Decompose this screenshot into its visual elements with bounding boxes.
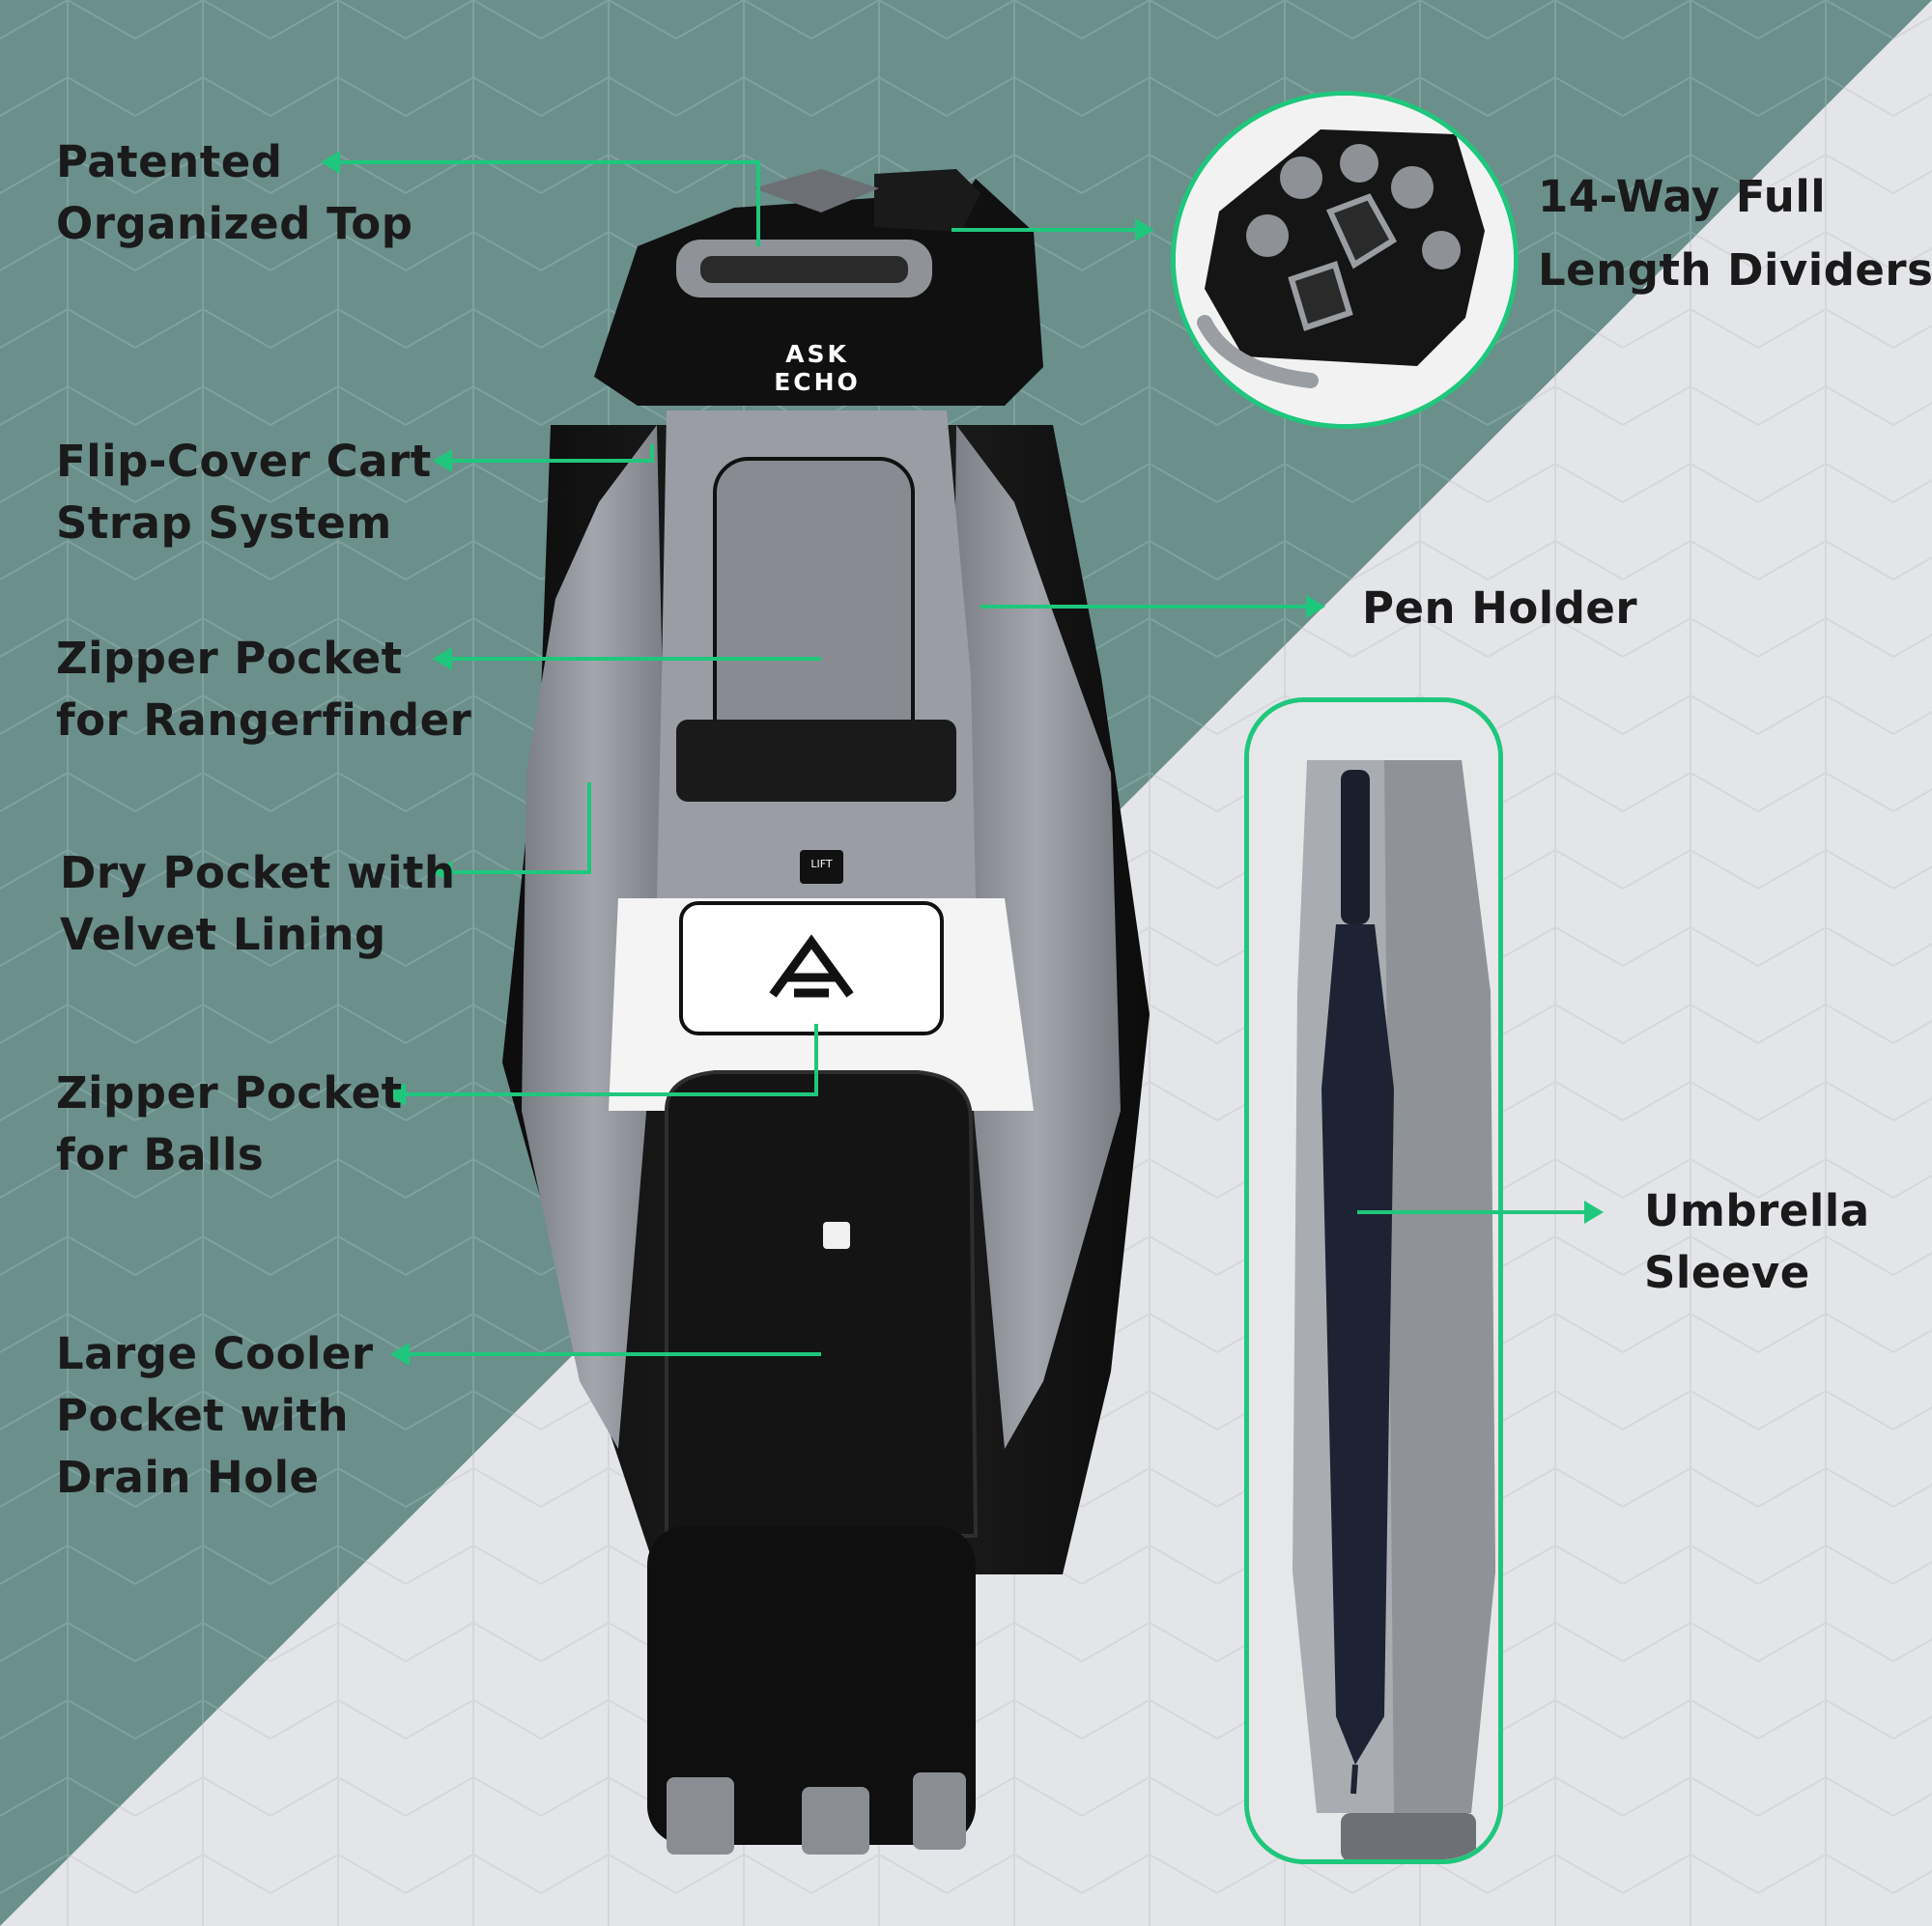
dividers-inset	[1171, 91, 1519, 429]
lift-tag: LIFT	[810, 858, 833, 870]
brand-logo: ASK ECHO	[774, 340, 861, 396]
dividers-photo	[1176, 96, 1514, 424]
label-pen-holder: Pen Holder	[1362, 582, 1638, 634]
umbrella-photo	[1249, 702, 1498, 1859]
umbrella-inset	[1244, 697, 1503, 1864]
